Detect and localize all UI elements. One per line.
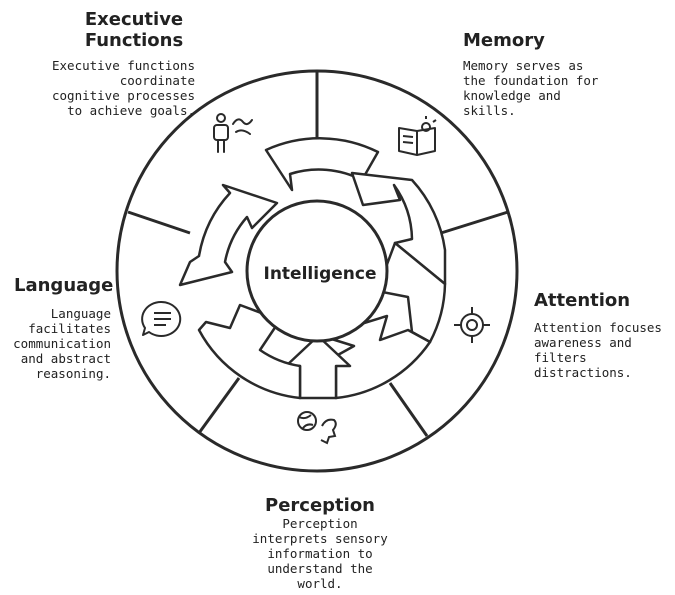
arrow-executive xyxy=(178,183,279,287)
inner-circle xyxy=(245,199,389,343)
perception-title: Perception xyxy=(250,495,390,516)
language-desc: Language facilitates communication and a… xyxy=(0,306,111,381)
desc-line: awareness and xyxy=(534,335,632,350)
desc-line: and abstract xyxy=(20,351,111,366)
arrow-band xyxy=(178,137,447,400)
desc-line: Attention focuses xyxy=(534,320,662,335)
desc-line: the foundation for xyxy=(463,73,599,88)
desc-line: to achieve goals. xyxy=(67,103,195,118)
arrow-language xyxy=(197,303,302,400)
memory-title: Memory xyxy=(463,30,545,51)
executive-title: Executive Functions xyxy=(74,9,194,51)
globe-head-icon xyxy=(297,411,337,445)
attention-desc: Attention focuses awareness and filters … xyxy=(534,320,674,380)
target-icon xyxy=(454,307,490,343)
book-lightbulb-icon xyxy=(398,116,437,156)
executive-title-line: Executive xyxy=(84,9,184,30)
memory-desc: Memory serves as the foundation for know… xyxy=(463,58,633,118)
desc-line: cognitive processes xyxy=(52,88,195,103)
desc-line: understand the xyxy=(267,561,373,576)
executive-desc: Executive functions coordinate cognitive… xyxy=(20,58,195,118)
desc-line: filters distractions. xyxy=(534,350,632,380)
memory-title-line: Memory xyxy=(463,30,545,51)
center-label: Intelligence xyxy=(263,264,377,284)
language-title-line: Language xyxy=(14,275,114,296)
arrow-memory xyxy=(264,137,380,192)
language-title: Language xyxy=(14,275,113,296)
desc-line: Memory serves as xyxy=(463,58,584,73)
arrow-attention xyxy=(375,241,447,344)
desc-line: Language xyxy=(50,306,111,321)
desc-line: interprets sensory xyxy=(252,531,388,546)
desc-line: knowledge and xyxy=(463,88,561,103)
executive-title-line: Functions xyxy=(84,30,184,51)
attention-title-line: Attention xyxy=(534,290,631,311)
desc-line: reasoning. xyxy=(35,366,111,381)
desc-line: skills. xyxy=(463,103,516,118)
desc-line: coordinate xyxy=(119,73,195,88)
attention-title: Attention xyxy=(534,290,630,311)
desc-line: information to xyxy=(267,546,373,561)
ring-dividers xyxy=(127,71,509,437)
perception-title-line: Perception xyxy=(265,495,375,516)
desc-line: Perception xyxy=(282,516,358,531)
speech-bubble-icon xyxy=(141,300,182,337)
person-walking-icon xyxy=(213,113,253,153)
desc-line: Executive functions xyxy=(52,58,195,73)
desc-line: communication xyxy=(13,336,111,351)
perception-desc: Perception interprets sensory informatio… xyxy=(240,516,400,591)
desc-line: world. xyxy=(297,576,343,591)
desc-line: facilitates xyxy=(28,321,111,336)
